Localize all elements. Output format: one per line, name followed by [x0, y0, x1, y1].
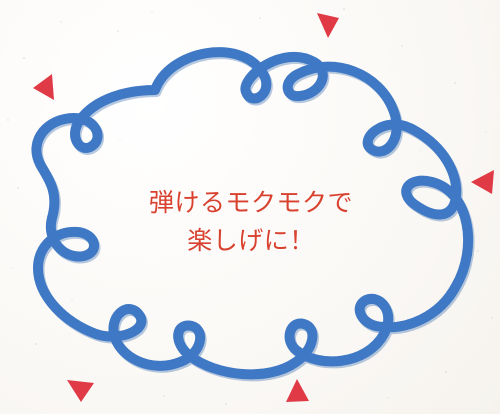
caption: 弾けるモクモクで 楽しげに！: [90, 184, 412, 260]
triangle-icon: [67, 380, 94, 402]
triangle-icon: [317, 13, 339, 38]
caption-line-2: 楽しげに！: [187, 226, 315, 255]
triangle-icon: [286, 379, 309, 402]
cloud-outline: [31, 47, 473, 380]
triangle-icon: [471, 170, 494, 194]
triangle-icon: [33, 74, 54, 100]
caption-line-1: 弾けるモクモクで: [148, 188, 353, 217]
